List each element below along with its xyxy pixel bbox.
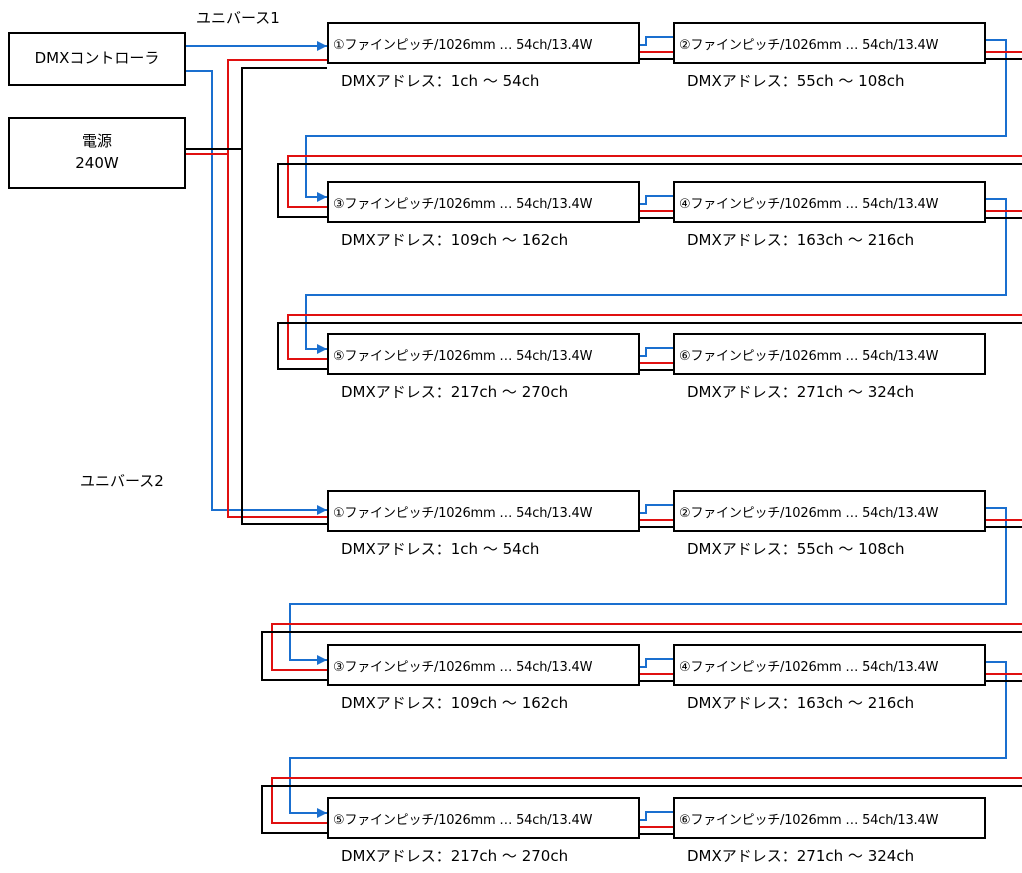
fixture-label: ③ファインピッチ/1026mm … 54ch/13.4W (333, 196, 593, 212)
data-wrap-line (289, 507, 1007, 661)
fixture-box: ①ファインピッチ/1026mm … 54ch/13.4W (327, 490, 640, 532)
fixture-dmx-address: DMXアドレス：55ch 〜 108ch (687, 72, 905, 90)
data-arrowhead (317, 344, 327, 354)
dmx-controller-box: DMXコントローラ (8, 32, 186, 86)
data-wrap-line (305, 198, 1007, 350)
fixture-box: ①ファインピッチ/1026mm … 54ch/13.4W (327, 22, 640, 64)
fixture-dmx-address: DMXアドレス：163ch 〜 216ch (687, 231, 915, 249)
fixture-box: ②ファインピッチ/1026mm … 54ch/13.4W (673, 22, 986, 64)
power-pos-trunk-2 (227, 154, 327, 518)
power-pos-wrap-line (271, 777, 1022, 824)
fixture-label: ⑤ファインピッチ/1026mm … 54ch/13.4W (333, 812, 593, 828)
data-arrowhead (317, 655, 327, 665)
power-supply-box: 電源 240W (8, 117, 186, 189)
power-pos-trunk-1 (186, 59, 327, 155)
power-neg-wrap-line (277, 163, 1022, 218)
power-neg-wrap-line (261, 785, 1022, 834)
fixture-box: ④ファインピッチ/1026mm … 54ch/13.4W (673, 181, 986, 223)
power-neg-trunk-2 (241, 149, 327, 525)
power-pos-wrap-line (287, 155, 1022, 208)
power-neg-wrap-line (261, 631, 1022, 681)
fixture-box: ④ファインピッチ/1026mm … 54ch/13.4W (673, 644, 986, 686)
fixture-box: ⑥ファインピッチ/1026mm … 54ch/13.4W (673, 797, 986, 839)
data-arrowhead (317, 808, 327, 818)
fixture-box: ⑤ファインピッチ/1026mm … 54ch/13.4W (327, 797, 640, 839)
fixture-dmx-address: DMXアドレス：109ch 〜 162ch (341, 231, 569, 249)
universe-2-label: ユニバース2 (80, 472, 164, 490)
fixture-dmx-address: DMXアドレス：217ch 〜 270ch (341, 847, 569, 865)
fixture-label: ④ファインピッチ/1026mm … 54ch/13.4W (679, 196, 939, 212)
fixture-label: ⑥ファインピッチ/1026mm … 54ch/13.4W (679, 812, 939, 828)
data-link (640, 195, 673, 205)
fixture-dmx-address: DMXアドレス：55ch 〜 108ch (687, 540, 905, 558)
fixture-box: ②ファインピッチ/1026mm … 54ch/13.4W (673, 490, 986, 532)
power-pos-wrap-line (271, 623, 1022, 671)
dmx-controller-label: DMXコントローラ (34, 49, 160, 68)
fixture-dmx-address: DMXアドレス：163ch 〜 216ch (687, 694, 915, 712)
power-neg-wrap-line (277, 322, 1022, 370)
fixture-label: ⑤ファインピッチ/1026mm … 54ch/13.4W (333, 348, 593, 364)
universe-1-label: ユニバース1 (196, 9, 280, 27)
power-supply-wattage: 240W (75, 154, 119, 172)
data-wrap-line (305, 39, 1007, 198)
fixture-dmx-address: DMXアドレス：1ch 〜 54ch (341, 72, 540, 90)
fixture-box: ③ファインピッチ/1026mm … 54ch/13.4W (327, 181, 640, 223)
power-neg-trunk-1 (186, 67, 327, 150)
fixture-box: ⑤ファインピッチ/1026mm … 54ch/13.4W (327, 333, 640, 375)
fixture-label: ④ファインピッチ/1026mm … 54ch/13.4W (679, 659, 939, 675)
fixture-dmx-address: DMXアドレス：271ch 〜 324ch (687, 847, 915, 865)
data-link (640, 347, 673, 357)
fixture-box: ⑥ファインピッチ/1026mm … 54ch/13.4W (673, 333, 986, 375)
fixture-dmx-address: DMXアドレス：109ch 〜 162ch (341, 694, 569, 712)
fixture-label: ②ファインピッチ/1026mm … 54ch/13.4W (679, 37, 939, 53)
data-arrowhead (317, 505, 327, 515)
data-link (640, 811, 673, 821)
fixture-dmx-address: DMXアドレス：1ch 〜 54ch (341, 540, 540, 558)
data-arrowhead (317, 192, 327, 202)
fixture-dmx-address: DMXアドレス：271ch 〜 324ch (687, 383, 915, 401)
power-pos-wrap-line (287, 314, 1022, 360)
fixture-dmx-address: DMXアドレス：217ch 〜 270ch (341, 383, 569, 401)
data-wrap-line (289, 661, 1007, 814)
fixture-label: ①ファインピッチ/1026mm … 54ch/13.4W (333, 505, 593, 521)
data-link (640, 504, 673, 514)
data-link (640, 36, 673, 46)
data-line-universe-2 (186, 70, 327, 511)
fixture-label: ⑥ファインピッチ/1026mm … 54ch/13.4W (679, 348, 939, 364)
data-link (640, 658, 673, 668)
data-arrowhead (317, 41, 327, 51)
fixture-label: ①ファインピッチ/1026mm … 54ch/13.4W (333, 37, 593, 53)
fixture-label: ③ファインピッチ/1026mm … 54ch/13.4W (333, 659, 593, 675)
power-supply-label: 電源 (81, 132, 112, 151)
fixture-label: ②ファインピッチ/1026mm … 54ch/13.4W (679, 505, 939, 521)
fixture-box: ③ファインピッチ/1026mm … 54ch/13.4W (327, 644, 640, 686)
